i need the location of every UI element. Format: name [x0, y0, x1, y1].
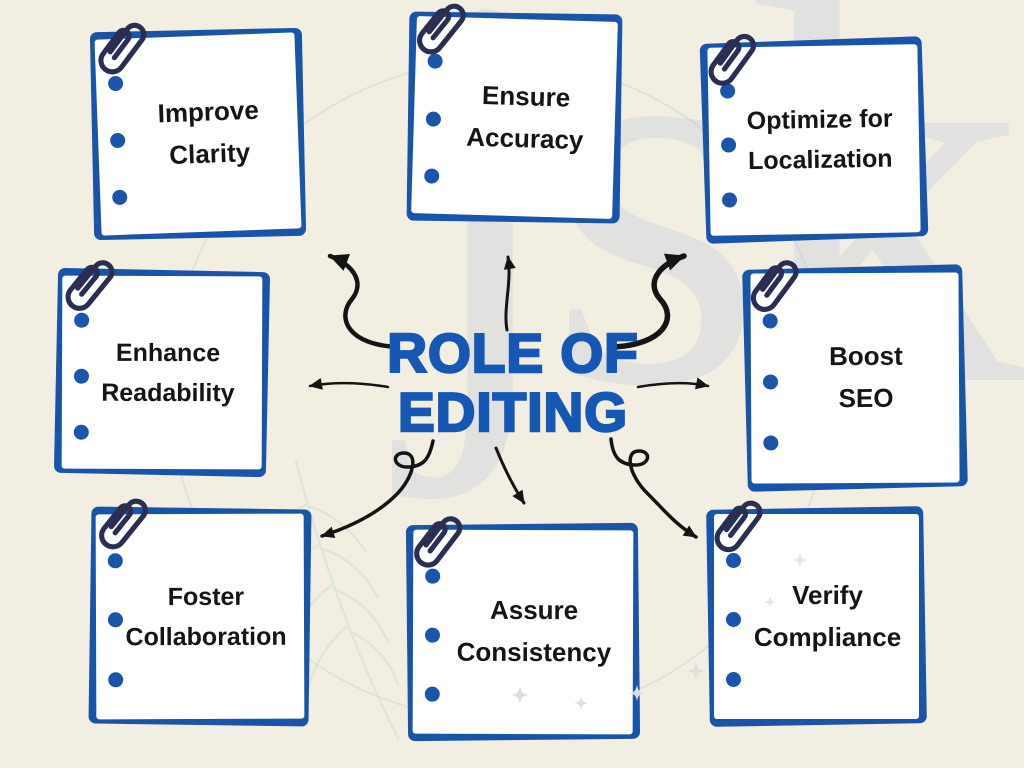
- arrow-up-left: [327, 253, 401, 350]
- diagram-title: ROLE OF EDITING: [362, 322, 664, 444]
- paperclip-icon: [414, 516, 463, 568]
- note-card-assure-consistency: Assure Consistency: [405, 516, 641, 742]
- note-card-improve-clarity: Improve Clarity: [89, 22, 307, 241]
- title-line-2: EDITING: [397, 381, 629, 444]
- note-card-verify-compliance: Verify Compliance: [706, 500, 927, 727]
- note-card-foster-collaboration: Foster Collaboration: [88, 498, 312, 727]
- paperclip-icon: [417, 3, 466, 55]
- paperclip-icon: [750, 260, 799, 312]
- arrow-down: [494, 446, 526, 505]
- arrow-right: [636, 377, 710, 390]
- paperclip-icon: [98, 22, 147, 75]
- note-card-ensure-accuracy: Ensure Accuracy: [406, 3, 623, 224]
- paperclip-icon: [65, 260, 115, 311]
- arrow-up-right: [609, 253, 687, 350]
- paperclip-icon: [714, 500, 763, 553]
- note-card-boost-seo: Boost SEO: [742, 260, 968, 492]
- note-card-enhance-readability: Enhance Readability: [53, 260, 271, 478]
- paperclip-icon: [99, 498, 148, 550]
- arrow-down-left-loop: [320, 439, 435, 539]
- note-card-optimize-for-localization: Optimize for Localization: [699, 33, 929, 244]
- paperclip-icon: [708, 33, 756, 86]
- arrow-up: [503, 255, 516, 332]
- title-line-1: ROLE OF: [386, 322, 639, 384]
- arrow-down-right-loop: [609, 437, 698, 539]
- arrow-left: [308, 377, 390, 390]
